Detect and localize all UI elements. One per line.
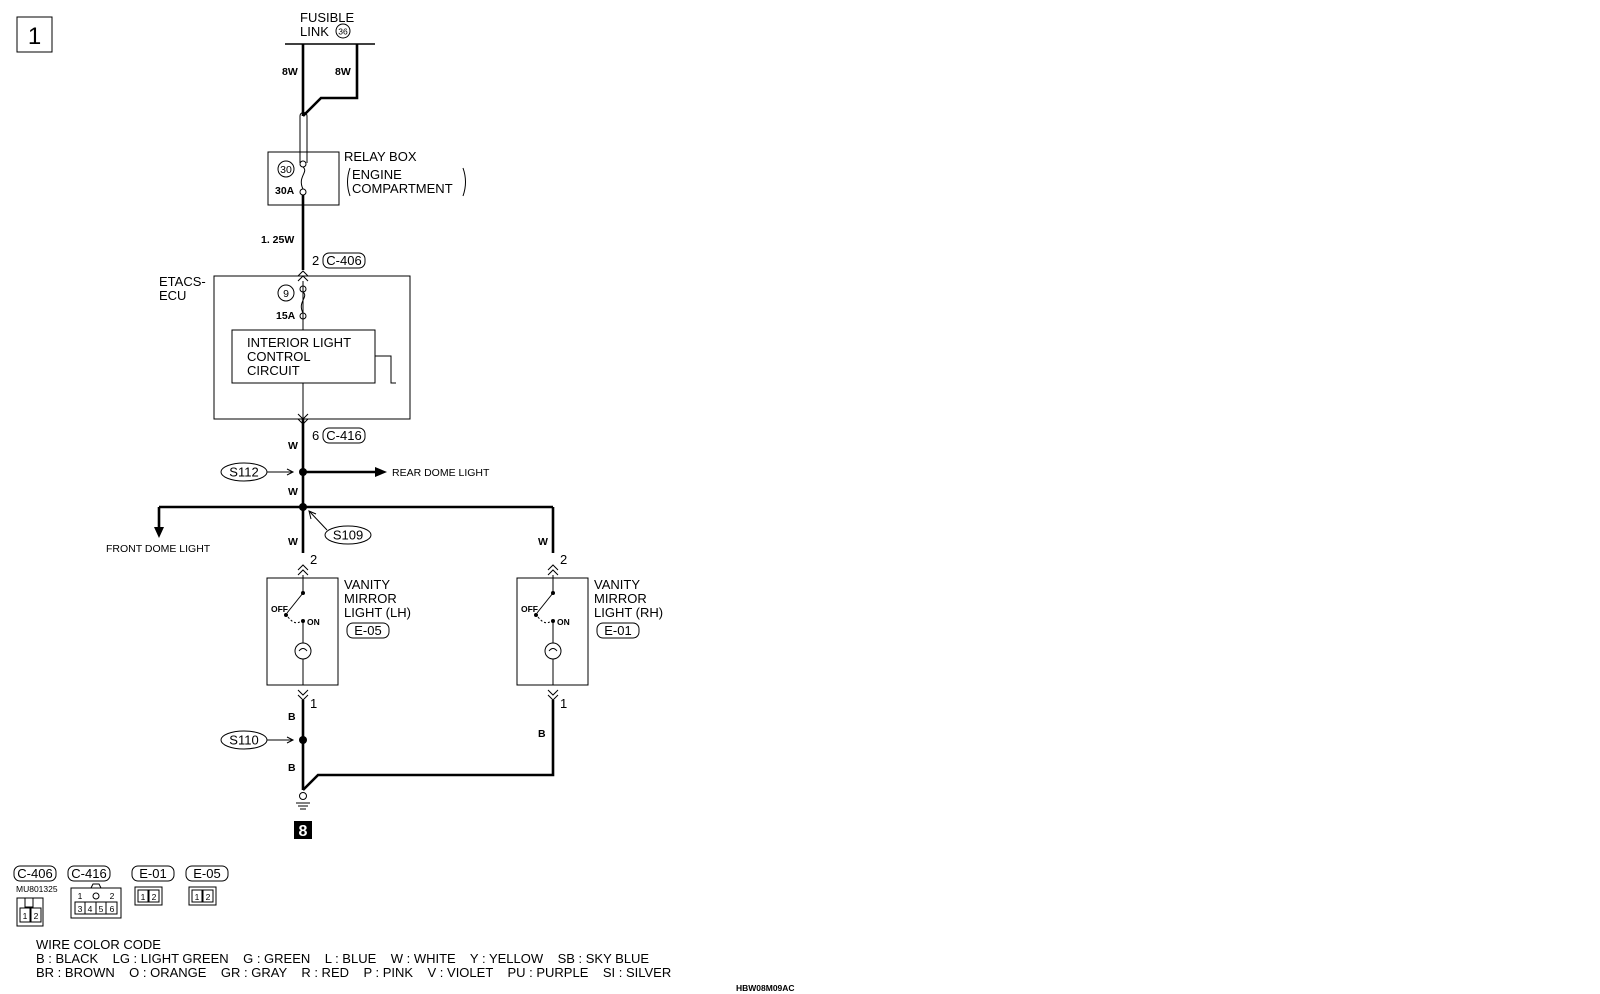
wire-label-w-3: W (288, 536, 298, 548)
connector-e05: E-05 1 2 (185, 865, 229, 906)
fusible-link-label-1: FUSIBLE (300, 10, 355, 25)
wire-label-8w-right: 8W (335, 66, 351, 78)
wire-label-w-1: W (288, 440, 298, 452)
wire-label-8w-left: 8W (282, 66, 298, 78)
vanity-lh-line-3: LIGHT (LH) (344, 605, 411, 620)
fusible-link-number: 36 (338, 27, 348, 37)
connector-c406: C-406 MU801325 1 2 (13, 865, 58, 927)
color-code-line-2: BR : BROWN O : ORANGE GR : GRAY R : RED … (36, 965, 671, 980)
relay-box-sub-2: COMPARTMENT (352, 181, 453, 196)
etacs-in-connector: C-406 (326, 253, 361, 268)
vanity-lh-on-label: ON (307, 617, 320, 627)
fusible-link-label-2: LINK (300, 24, 329, 39)
etacs-out-connector: C-416 (326, 428, 361, 443)
vanity-rh-pin-out: 1 (560, 696, 567, 711)
wire-label-125w: 1. 25W (261, 234, 294, 246)
splice-s110-label: S110 (229, 733, 258, 748)
splice-s112-label: S112 (229, 465, 258, 480)
wire-label-w-2: W (288, 486, 298, 498)
vanity-lh-connector: E-05 (354, 623, 381, 638)
e05-pin-2: 2 (206, 892, 211, 902)
vanity-rh-line-1: VANITY (594, 577, 640, 592)
circuit-label-2: CONTROL (247, 349, 311, 364)
vanity-lh-line-1: VANITY (344, 577, 390, 592)
c416-pin-5: 5 (99, 904, 104, 914)
wire-color-code: WIRE COLOR CODE B : BLACK LG : LIGHT GRE… (36, 937, 671, 980)
relay-fuse-rating: 30A (275, 185, 295, 197)
splice-s112: S112 REAR DOME LIGHT (220, 462, 490, 482)
front-dome-light-label: FRONT DOME LIGHT (106, 543, 211, 555)
etacs-ecu: ETACS- ECU 9 15A INTERIOR LIGHT CONTROL … (159, 274, 411, 420)
relay-fuse-number: 30 (280, 164, 292, 176)
relay-box-sub-1: ENGINE (352, 167, 402, 182)
c406-pin-2: 2 (34, 911, 39, 921)
e01-pin-2: 2 (152, 892, 157, 902)
vanity-rh-line-2: MIRROR (594, 591, 647, 606)
e01-label: E-01 (139, 866, 166, 881)
circuit-label-3: CIRCUIT (247, 363, 300, 378)
vanity-rh-pin-in: 2 (560, 552, 567, 567)
wire-fusible-to-relay (299, 44, 359, 163)
etacs-in-pin: 2 (312, 253, 319, 268)
etacs-fuse-rating: 15A (276, 310, 296, 322)
color-code-line-1: B : BLACK LG : LIGHT GREEN G : GREEN L :… (36, 951, 649, 966)
splice-s109-label: S109 (333, 528, 363, 543)
rear-dome-light-label: REAR DOME LIGHT (392, 467, 490, 479)
etacs-title-2: ECU (159, 288, 186, 303)
c416-label: C-416 (71, 866, 106, 881)
c406-part-number: MU801325 (16, 884, 58, 894)
etacs-title-1: ETACS- (159, 274, 206, 289)
ground-number: 8 (299, 823, 308, 840)
c416-pin-6: 6 (110, 904, 115, 914)
wire-label-w-4: W (538, 536, 548, 548)
etacs-out-pin: 6 (312, 428, 319, 443)
circuit-label-1: INTERIOR LIGHT (247, 335, 351, 350)
ground-wiring: B B B S110 8 (220, 700, 555, 840)
c416-pin-3: 3 (78, 904, 83, 914)
relay-box: 30 30A RELAY BOX ENGINE COMPARTMENT (267, 149, 466, 206)
c416-pin-1: 1 (78, 891, 83, 901)
fusible-link: FUSIBLE LINK 36 8W 8W (282, 10, 375, 78)
vanity-lh-pin-in: 2 (310, 552, 317, 567)
c416-pin-2: 2 (110, 891, 115, 901)
vanity-lh-line-2: MIRROR (344, 591, 397, 606)
e05-label: E-05 (193, 866, 220, 881)
vanity-rh-off-label: OFF (521, 604, 538, 614)
vanity-lh-off-label: OFF (271, 604, 288, 614)
vanity-rh-connector: E-01 (604, 623, 631, 638)
sheet-number-text: 1 (28, 23, 41, 50)
vanity-lh-pin-out: 1 (310, 696, 317, 711)
c406-label: C-406 (17, 866, 52, 881)
splice-s109-branch: FRONT DOME LIGHT S109 W W (106, 503, 555, 555)
c416-pin-4: 4 (88, 904, 93, 914)
e05-pin-1: 1 (195, 892, 200, 902)
vanity-rh-on-label: ON (557, 617, 570, 627)
vanity-mirror-light-lh: 2 OFF ON VANITY MIRROR LIGHT (LH) E-05 1 (266, 552, 411, 711)
wire-etacs-out: 6 C-416 W W (288, 413, 366, 553)
c406-pin-1: 1 (23, 911, 28, 921)
color-code-title: WIRE COLOR CODE (36, 937, 161, 952)
vanity-rh-line-3: LIGHT (RH) (594, 605, 663, 620)
wire-label-b-1: B (288, 711, 296, 723)
wire-relay-to-etacs: 1. 25W 2 C-406 (261, 195, 366, 282)
diagram-code: HBW08M09AC (736, 983, 795, 993)
sheet-number: 1 (16, 16, 53, 53)
wire-label-b-2: B (288, 762, 296, 774)
connector-c416: C-416 1 2 3 4 5 6 (67, 865, 122, 919)
relay-box-title: RELAY BOX (344, 149, 417, 164)
vanity-mirror-light-rh: 2 OFF ON VANITY MIRROR LIGHT (RH) E-01 1 (516, 552, 663, 711)
wire-label-b-3: B (538, 728, 546, 740)
e01-pin-1: 1 (141, 892, 146, 902)
etacs-fuse-number: 9 (283, 288, 289, 300)
connector-e01: E-01 1 2 (131, 865, 175, 906)
